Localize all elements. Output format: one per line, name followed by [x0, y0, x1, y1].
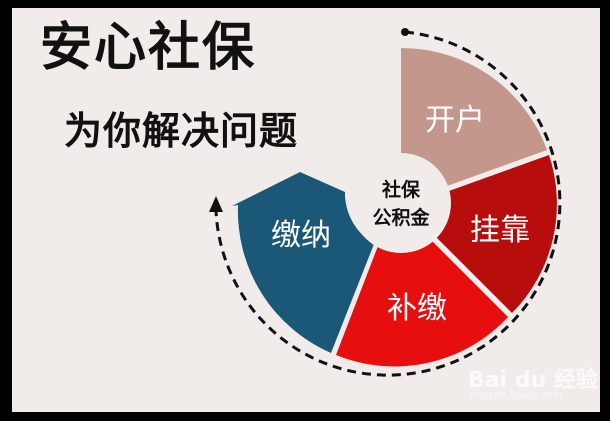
segment-label-jiaona: 缴纳 — [271, 218, 331, 253]
segment-label-guakao: 挂靠 — [470, 213, 530, 248]
segment-label-kaihu: 开户 — [425, 103, 485, 138]
watermark-url: jingyan.baidu.com — [470, 390, 563, 401]
segment-jiaona[interactable] — [232, 172, 374, 353]
cycle-dashed-path — [214, 30, 562, 377]
hub-label-line1: 社保 — [381, 178, 421, 201]
segment-guakao[interactable] — [436, 155, 557, 313]
segment-label-bujiao: 补缴 — [387, 291, 447, 326]
wheel-hub — [351, 153, 451, 253]
segment-bujiao[interactable] — [336, 241, 508, 367]
cycle-start-dot — [401, 28, 409, 36]
headline-title: 安心社保 — [40, 18, 257, 78]
cycle-arrow-head-icon — [209, 196, 223, 212]
watermark-brand: Bai du 经验 — [468, 368, 598, 393]
segment-kaihu[interactable] — [401, 47, 547, 186]
hub-label-line2: 公积金 — [372, 206, 430, 229]
headline-subtitle: 为你解决问题 — [64, 109, 299, 153]
